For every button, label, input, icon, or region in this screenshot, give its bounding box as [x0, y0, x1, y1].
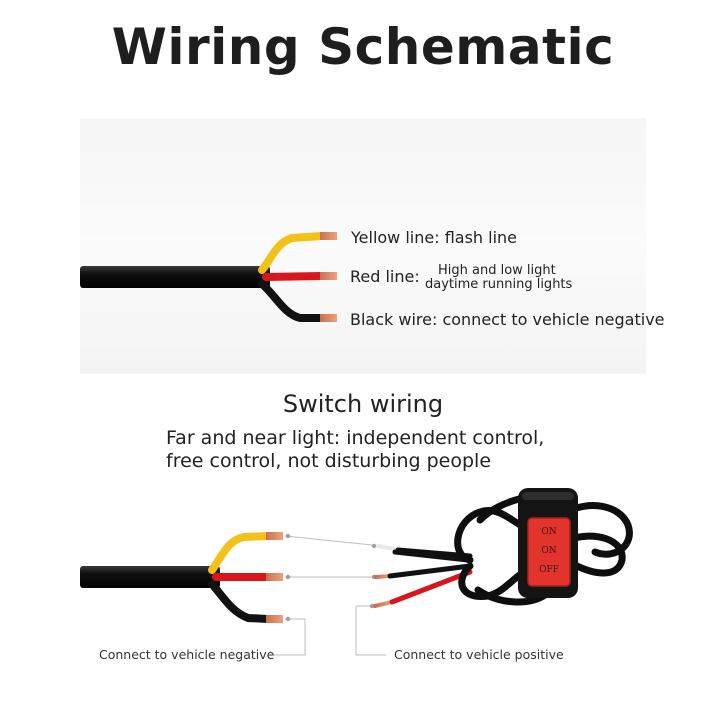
top-wire-bundle: [80, 232, 337, 322]
switch-button: [527, 517, 571, 587]
red-line-desc-2: daytime running lights: [425, 277, 573, 292]
top-main-cable: [80, 266, 270, 288]
switch-desc-line2: free control, not disturbing people: [166, 450, 492, 472]
connect-positive-label: Connect to vehicle positive: [394, 647, 564, 662]
handlebar-switch: [518, 488, 578, 598]
top-yellow-wire: [258, 232, 326, 274]
top-red-wire: [262, 272, 326, 281]
switch-wires: [373, 544, 473, 608]
bottom-black-tip: [266, 615, 283, 623]
bottom-yellow-tip: [266, 532, 283, 540]
switch-wiring-title: Switch wiring: [282, 390, 444, 418]
bottom-main-cable: [80, 566, 220, 588]
switch-housing-highlight: [522, 492, 574, 500]
switch-label-on-1: ON: [541, 527, 557, 537]
top-yellow-tip: [320, 232, 337, 240]
switch-label-off: OFF: [539, 565, 559, 575]
connect-negative-label: Connect to vehicle negative: [99, 647, 275, 662]
bottom-wire-bundle: [80, 532, 283, 623]
yellow-line-label: Yellow line: flash line: [351, 228, 518, 247]
page-title: Wiring Schematic: [111, 18, 615, 76]
black-wire-label: Black wire: connect to vehicle negative: [350, 310, 665, 329]
red-line-desc-1: High and low light: [438, 263, 556, 278]
top-diagram-panel: [80, 118, 646, 374]
bottom-black-wire: [208, 580, 272, 623]
connection-guides: [270, 535, 386, 656]
bottom-red-tip: [266, 573, 283, 581]
switch-label-on-2: ON: [541, 546, 557, 556]
top-black-wire: [258, 280, 326, 322]
switch-desc-line1: Far and near light: independent control,: [166, 427, 545, 449]
red-line-label: Red line:: [350, 267, 420, 286]
top-black-tip: [320, 314, 337, 322]
top-red-tip: [320, 272, 337, 280]
bottom-yellow-wire: [208, 532, 272, 574]
